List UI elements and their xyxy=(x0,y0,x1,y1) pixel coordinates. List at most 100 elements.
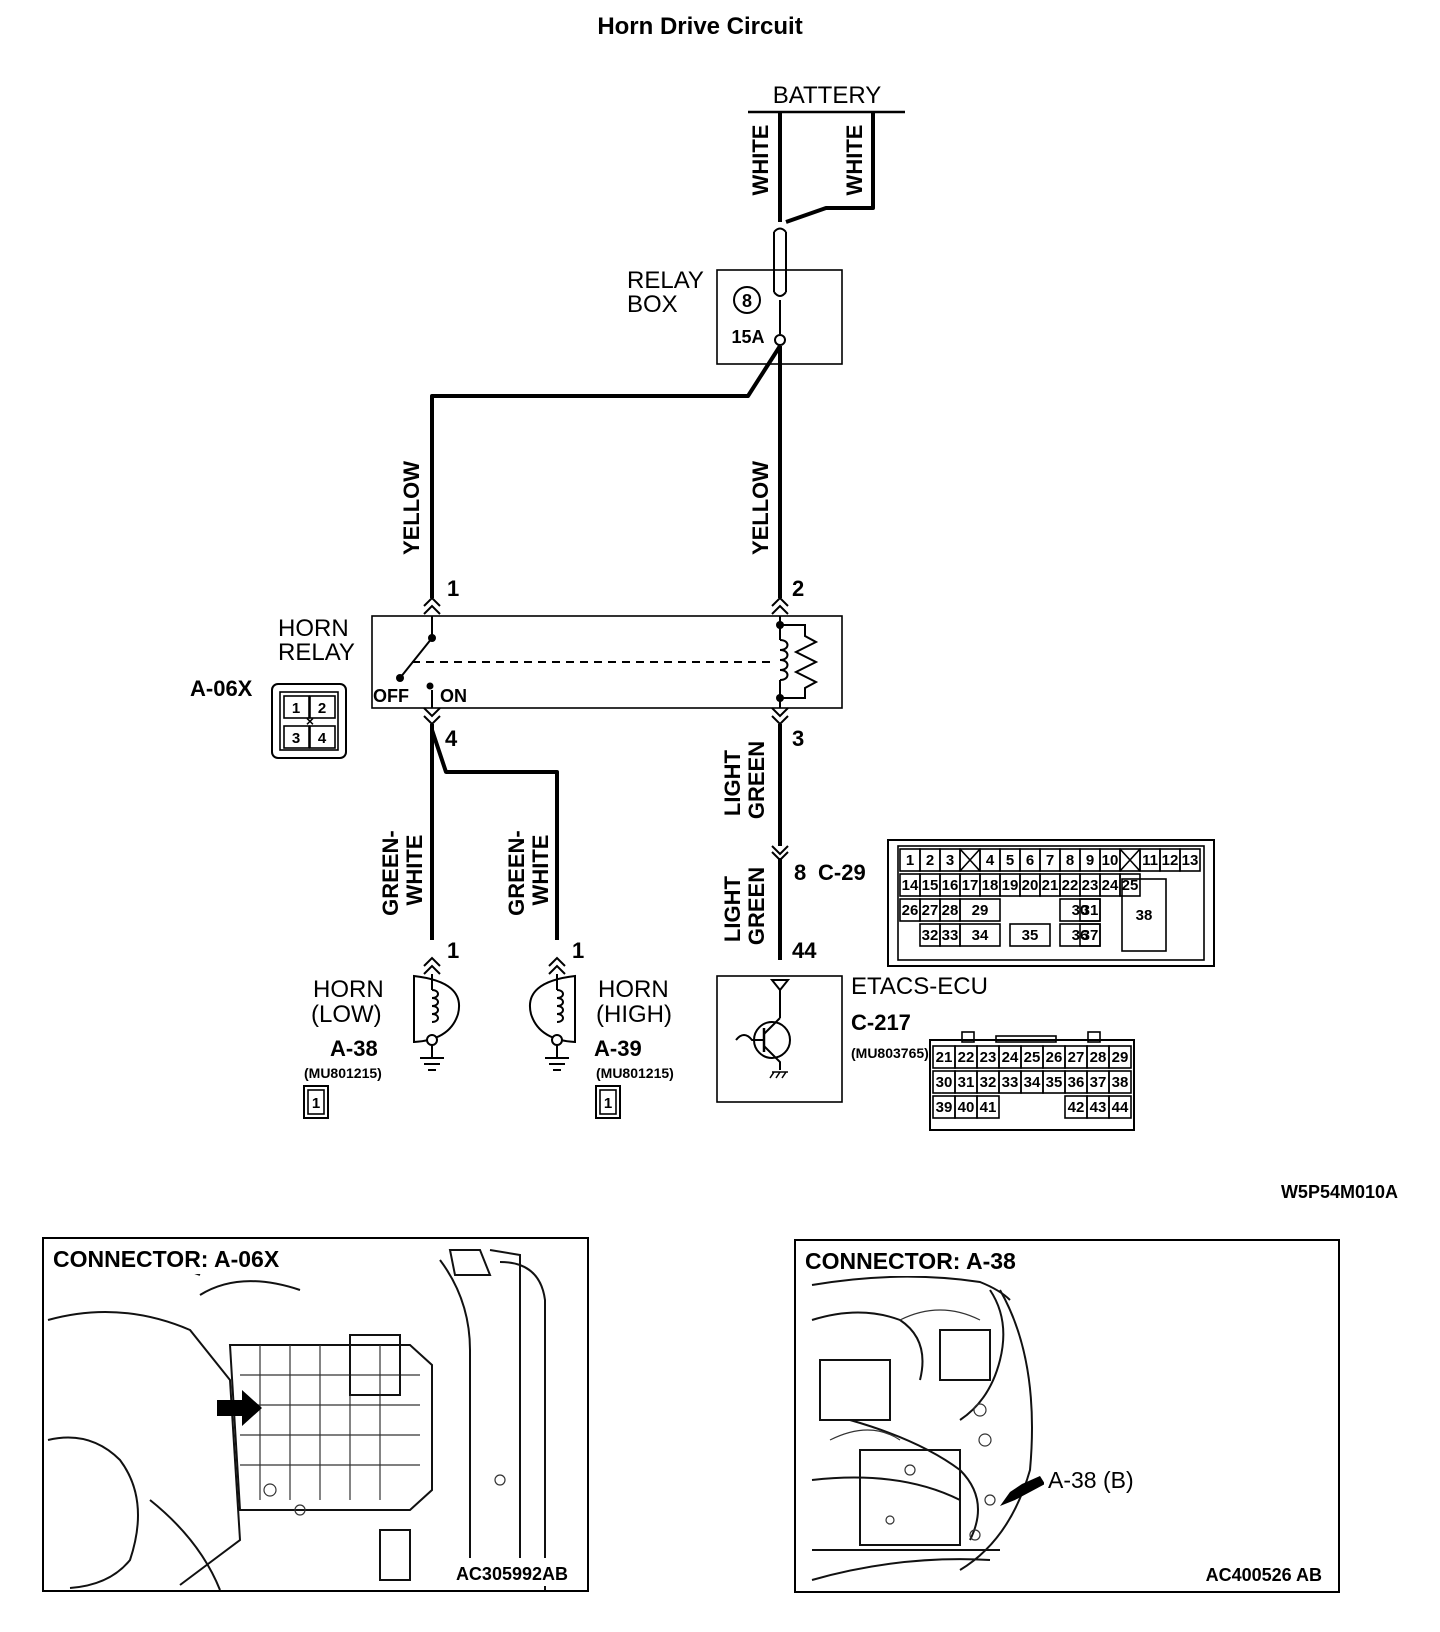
etacs-ecu: 44 ETACS-ECU C-217 (MU803765) xyxy=(716,938,988,1103)
horn-low-pin-label: 1 xyxy=(447,938,459,963)
c29-pin-19: 19 xyxy=(1002,877,1019,894)
c217-pin-39: 39 xyxy=(936,1099,953,1116)
arrow-icon xyxy=(217,1390,262,1426)
wire-label-light-green-2: LIGHT GREEN xyxy=(720,867,769,945)
horn-low: 1 HORN (LOW) A-38 (MU801215) 1 xyxy=(303,938,461,1119)
a06x-connector-face: 1 2 3 4 × xyxy=(271,683,347,759)
c29-pin-8: 8 xyxy=(1066,852,1074,869)
connector-photo-a38: CONNECTOR: A-38 A-38 (B) AC400526 AB xyxy=(794,1239,1340,1593)
wire-label-battery-right: WHITE xyxy=(842,125,867,196)
c29-pin-10: 10 xyxy=(1102,852,1119,869)
svg-text:×: × xyxy=(306,713,314,729)
etacs-pin-label: 44 xyxy=(792,938,817,963)
c29-pin-15: 15 xyxy=(922,877,939,894)
relay-pin-4-label: 4 xyxy=(445,726,458,751)
c217-pin-24: 24 xyxy=(1002,1049,1019,1066)
photo-right-callout: A-38 (B) xyxy=(1048,1467,1134,1493)
c29-pin-37: 37 xyxy=(1082,927,1099,944)
wire-label-horn-low-l1: GREEN- xyxy=(378,830,403,916)
horn-low-label-line1: HORN xyxy=(313,976,384,1003)
wire-label-battery-left: WHITE xyxy=(748,125,773,196)
horn-high-pin-box: 1 xyxy=(604,1095,612,1112)
relay-pin-3-label: 3 xyxy=(792,726,804,751)
a06x-pin-2: 2 xyxy=(318,700,326,717)
c29-pin-25: 25 xyxy=(1122,877,1139,894)
c29-pin-31: 31 xyxy=(1082,902,1099,919)
yellow-wires: YELLOW YELLOW 1 2 xyxy=(399,344,804,615)
c217-pin-23: 23 xyxy=(980,1049,997,1066)
wire-label-light-green-1: LIGHT GREEN xyxy=(720,741,769,819)
c29-pin-7: 7 xyxy=(1046,852,1054,869)
wire-label-horn-high-l1: GREEN- xyxy=(504,830,529,916)
horn-relay-label-line1: HORN xyxy=(278,615,349,642)
c217-pin-28: 28 xyxy=(1090,1049,1107,1066)
relay-resistor xyxy=(780,624,819,699)
c29-pin-24: 24 xyxy=(1102,877,1119,894)
etacs-label: ETACS-ECU xyxy=(851,973,988,1000)
wire-label-yellow-right: YELLOW xyxy=(748,461,773,555)
c217-pin-41: 41 xyxy=(980,1099,997,1116)
relay-pin-1-label: 1 xyxy=(447,576,459,601)
wire-label-horn-high-l2: WHITE xyxy=(528,835,553,906)
c217-pin-26: 26 xyxy=(1046,1049,1063,1066)
c217-pin-35: 35 xyxy=(1046,1074,1063,1091)
c217-pin-44: 44 xyxy=(1112,1099,1129,1116)
battery: BATTERY xyxy=(748,82,905,114)
c29-pin-29: 29 xyxy=(972,902,989,919)
c217-pin-29-cell xyxy=(1108,1045,1132,1069)
relay-box-label-line1: RELAY xyxy=(627,267,704,294)
fuse-number: 8 xyxy=(742,291,752,311)
c29-pin-22: 22 xyxy=(1062,877,1079,894)
horn-low-connector-id: A-38 xyxy=(330,1036,378,1061)
c29-pin-21: 21 xyxy=(1042,877,1059,894)
c29-pin-x3-blank xyxy=(959,848,981,872)
photo-left-title: CONNECTOR: A-06X xyxy=(53,1246,280,1272)
horn-high-label-line1: HORN xyxy=(598,976,669,1003)
c217-pin-30: 30 xyxy=(936,1074,953,1091)
c217-pin-32: 32 xyxy=(980,1074,997,1091)
relay-box: RELAY BOX 8 15A xyxy=(627,227,843,365)
battery-label: BATTERY xyxy=(773,82,881,109)
engine-bay-illustration-right xyxy=(811,1275,1033,1581)
c29-pin-6: 6 xyxy=(1026,852,1034,869)
horn-relay-connector-id: A-06X xyxy=(190,676,253,701)
c29-pin-35-cell xyxy=(1009,923,1051,947)
horn-high-pin-label: 1 xyxy=(572,938,584,963)
c29-pin-38-cell xyxy=(1121,878,1167,952)
etacs-part-number: (MU803765) xyxy=(851,1045,929,1061)
c29-pin-1: 1 xyxy=(906,852,914,869)
c217-pin-34: 34 xyxy=(1024,1074,1041,1091)
horn-high-symbol xyxy=(528,974,576,1044)
c29-pin-20: 20 xyxy=(1022,877,1039,894)
wire-label-yellow-left: YELLOW xyxy=(399,461,424,555)
a06x-pin-3: 3 xyxy=(292,730,300,747)
etacs-connector-id: C-217 xyxy=(851,1010,911,1035)
c29-pin-23: 23 xyxy=(1082,877,1099,894)
c217-pin-25: 25 xyxy=(1024,1049,1041,1066)
relay-pin-2-label: 2 xyxy=(792,576,804,601)
c217-pin-43: 43 xyxy=(1090,1099,1107,1116)
diagram-title: Horn Drive Circuit xyxy=(597,13,802,40)
c29-pin-32: 32 xyxy=(922,927,939,944)
wire-label-horn-high: GREEN- WHITE xyxy=(504,824,553,916)
relay-on-label: ON xyxy=(440,686,467,706)
c217-pin-29: 29 xyxy=(1112,1049,1129,1066)
arrow-icon-right xyxy=(1000,1476,1045,1506)
c29-pin-26: 26 xyxy=(902,902,919,919)
c217-pin-33: 33 xyxy=(1002,1074,1019,1091)
photo-left-code: AC305992AB xyxy=(456,1564,568,1584)
c29-pin-34: 34 xyxy=(972,927,989,944)
relay-output-wires: 4 3 GREEN- WHITE GREEN- WHITE LIGHT GREE… xyxy=(378,707,866,960)
c217-pin-38-cell xyxy=(1108,1070,1132,1094)
c29-pin-31-cell xyxy=(1079,898,1101,922)
c29-pin-13: 13 xyxy=(1182,852,1199,869)
c29-pin-x11-blank xyxy=(1119,848,1141,872)
c29-pin-25-cell xyxy=(1119,873,1141,897)
wire-label-horn-low-l2: WHITE xyxy=(402,835,427,906)
c217-pin-31: 31 xyxy=(958,1074,975,1091)
c217-pin-38: 38 xyxy=(1112,1074,1129,1091)
c217-pin-27: 27 xyxy=(1068,1049,1085,1066)
wire-label-horn-low: GREEN- WHITE xyxy=(378,824,427,916)
